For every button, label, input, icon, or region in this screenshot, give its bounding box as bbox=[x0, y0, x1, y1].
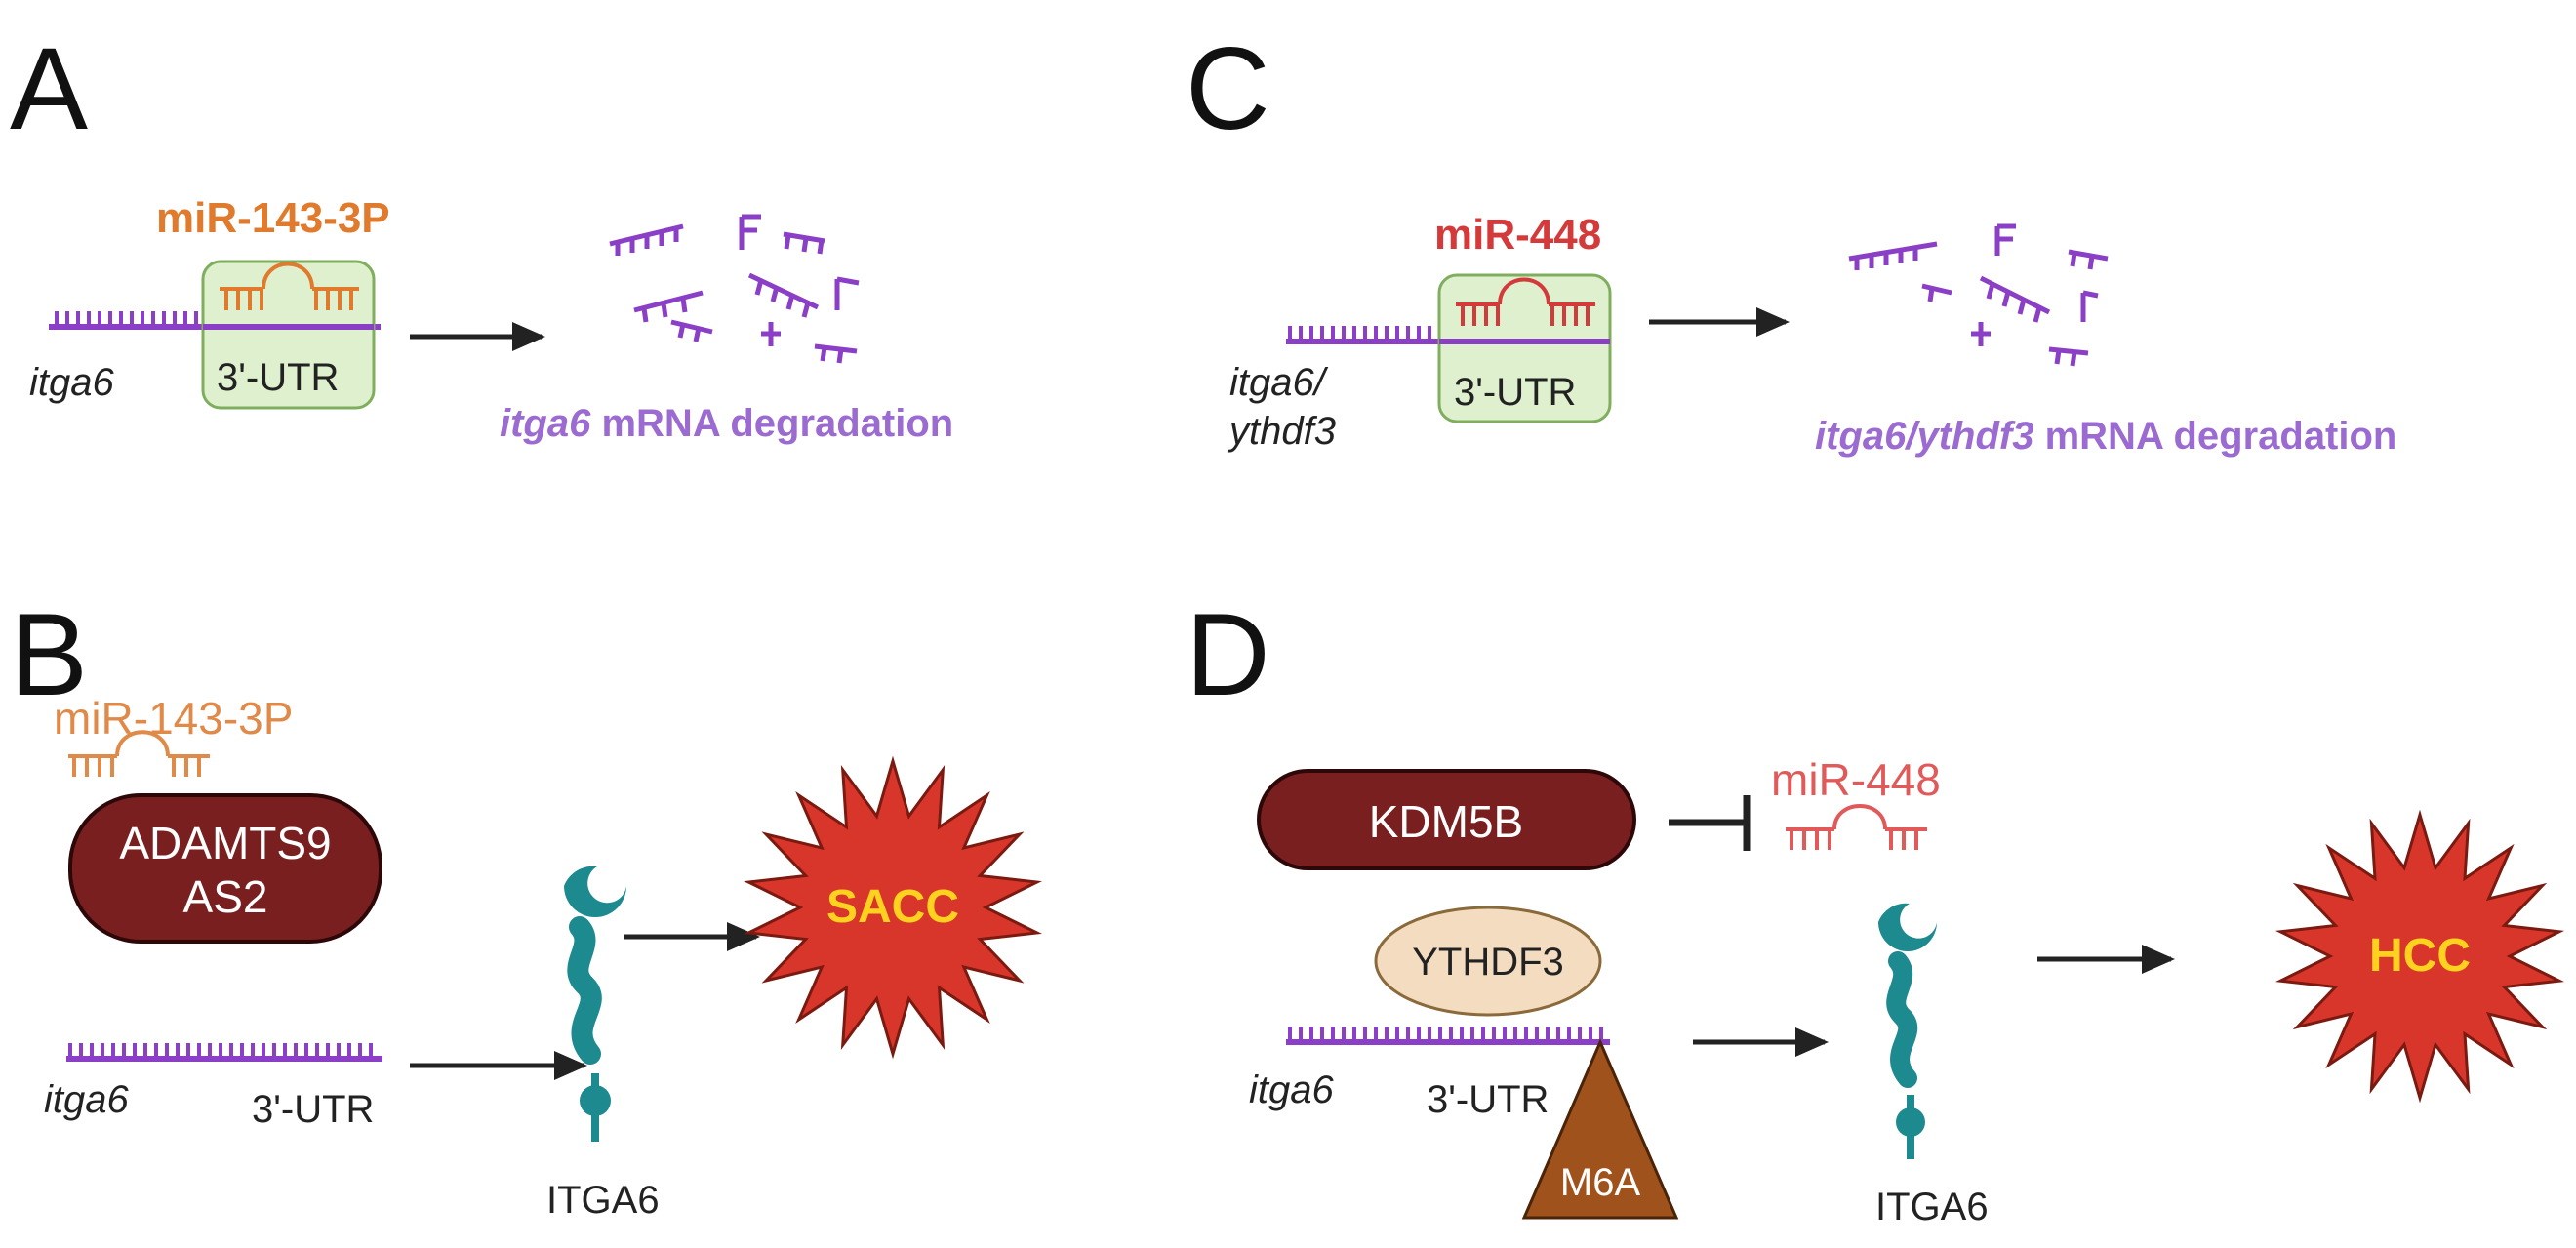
degradation-text-c: mRNA degradation bbox=[2033, 415, 2396, 458]
gene-label-a: itga6 bbox=[29, 361, 114, 404]
mirna-label-c: miR-448 bbox=[1434, 211, 1601, 259]
outcome-label-b: SACC bbox=[826, 881, 959, 933]
itga6-protein-d bbox=[1878, 903, 1937, 1159]
mirna-hairpin-d bbox=[1786, 804, 1927, 850]
mrna-fragments-c bbox=[1848, 223, 2109, 367]
degradation-label-a: itga6 mRNA degradation bbox=[500, 402, 953, 445]
mrna-strand-d bbox=[1286, 1027, 1610, 1045]
lncrna-adamts9-as2-pill bbox=[68, 793, 382, 944]
utr-label-b: 3'-UTR bbox=[252, 1088, 374, 1131]
modification-label-d: M6A bbox=[1560, 1161, 1641, 1204]
degradation-gene-a: itga6 bbox=[500, 402, 591, 445]
gene-label-b: itga6 bbox=[44, 1078, 129, 1121]
utr-label-d: 3'-UTR bbox=[1427, 1078, 1549, 1121]
sacc-burst bbox=[744, 755, 1042, 1060]
protein-label-d: ITGA6 bbox=[1875, 1186, 1989, 1228]
panel-c: C miR-448 3'-UTR itga6/ ythdf3 bbox=[1186, 23, 2396, 458]
panel-a: A miR-143-3P 3'-UTR itga6 bbox=[10, 23, 953, 445]
panel-letter-b: B bbox=[10, 589, 88, 720]
degradation-text-a: mRNA degradation bbox=[590, 402, 953, 445]
utr-label-a: 3'-UTR bbox=[217, 356, 339, 399]
panel-letter-d: D bbox=[1186, 589, 1270, 720]
utr-box-a bbox=[201, 260, 376, 410]
gene-label-c-line1: itga6/ bbox=[1229, 361, 1329, 404]
gene-label-d: itga6 bbox=[1249, 1068, 1334, 1111]
demethylase-label-d: KDM5B bbox=[1369, 796, 1523, 847]
reader-label-d: YTHDF3 bbox=[1412, 941, 1564, 984]
protein-label-b: ITGA6 bbox=[546, 1179, 660, 1222]
mrna-fragments-a bbox=[609, 214, 860, 364]
degradation-gene-c: itga6/ythdf3 bbox=[1815, 415, 2033, 458]
itga6-protein-b bbox=[564, 866, 626, 1142]
mirna-label-b: miR-143-3P bbox=[54, 693, 293, 744]
panel-d: D KDM5B miR-448 YTHDF3 itga6 3'-UTR M6A bbox=[1186, 589, 2565, 1228]
outcome-label-d: HCC bbox=[2369, 930, 2471, 982]
lncrna-label-line2: AS2 bbox=[183, 871, 268, 922]
hcc-burst bbox=[2274, 809, 2565, 1104]
panel-letter-a: A bbox=[10, 23, 88, 154]
m6a-triangle bbox=[1521, 1038, 1679, 1220]
degradation-label-c: itga6/ythdf3 mRNA degradation bbox=[1815, 415, 2396, 458]
mirna-hairpin-a bbox=[220, 262, 359, 310]
inhibition-arrow-d bbox=[1669, 795, 1751, 851]
lncrna-label-line1: ADAMTS9 bbox=[119, 818, 331, 868]
panel-b: B miR-143-3P ADAMTS9 AS2 itga6 3'-UTR bbox=[10, 589, 1042, 1222]
mrna-strand-b bbox=[66, 1043, 382, 1062]
utr-label-c: 3'-UTR bbox=[1454, 371, 1576, 414]
mirna-label-d: miR-448 bbox=[1771, 754, 1941, 805]
gene-label-c-line2: ythdf3 bbox=[1227, 410, 1336, 453]
mirna-hairpin-b bbox=[68, 730, 210, 777]
mirna-hairpin-c bbox=[1456, 277, 1595, 326]
ythdf3-ellipse bbox=[1374, 906, 1602, 1017]
utr-box-c bbox=[1437, 273, 1612, 423]
mirna-label-a: miR-143-3P bbox=[156, 194, 390, 242]
kdm5b-pill bbox=[1257, 769, 1636, 870]
panel-letter-c: C bbox=[1186, 23, 1270, 154]
